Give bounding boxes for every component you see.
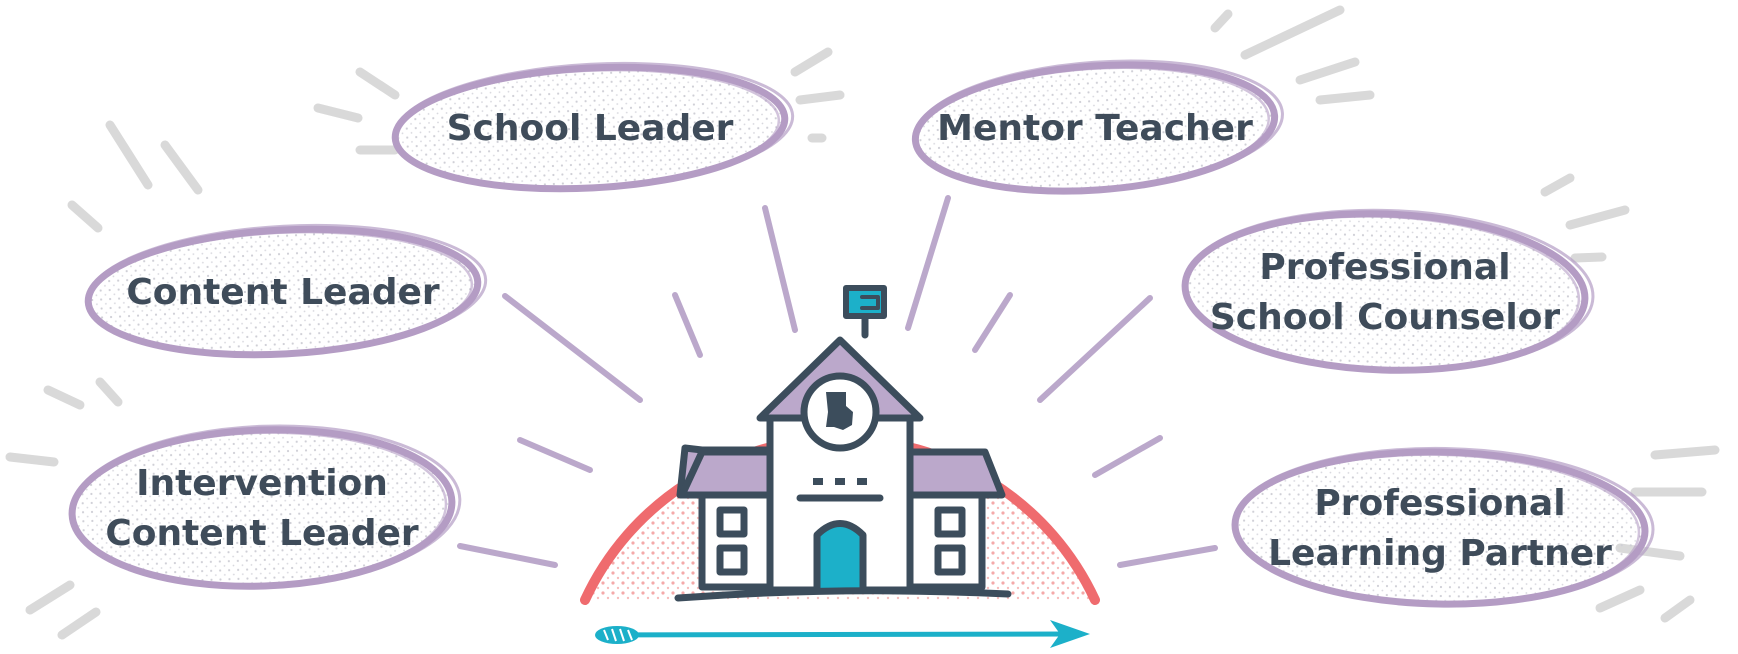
burst-dash [95,377,123,407]
burst-dash [1570,252,1607,263]
role-label: Learning Partner [1268,533,1612,574]
role-label: Professional [1314,483,1565,524]
flag-icon [843,285,887,339]
role-label: Mentor Teacher [937,108,1253,149]
role-bubble-fill [395,67,785,189]
role-bubble-fill [88,229,478,355]
burst-dash [1565,205,1630,230]
burst-dash [1210,9,1233,33]
role-bubble-outline [1233,453,1641,606]
role-intervention-content-leader [68,424,462,590]
role-label: Intervention [136,463,388,504]
burst-dash [5,452,59,467]
ray-line [762,205,798,333]
burst-dash [57,607,101,640]
burst-marks [5,5,1720,640]
ray-line [1037,295,1153,403]
role-mentor-teacher [911,59,1284,195]
burst-dash [313,103,363,123]
burst-dash [43,385,85,410]
burst-dash [1540,173,1575,197]
role-bubble-fill [1185,213,1585,371]
role-school-leader [391,61,795,193]
role-label: Content Leader [105,513,419,554]
ray-line [972,292,1013,353]
ray-line [672,292,703,358]
burst-dash [1315,90,1375,105]
burst-dash [355,67,400,100]
role-label: Content Leader [126,272,440,313]
ray-line [905,195,951,331]
role-bubble-outline [70,431,448,588]
role-label: School Leader [447,108,734,149]
role-professional-learning-partner [1231,446,1655,608]
louisiana-emblem-icon [826,392,853,430]
ray-line [457,543,558,568]
role-bubble-outline [1183,215,1581,372]
burst-dash [1650,445,1720,460]
burst-dash [1660,595,1695,623]
role-bubble-fill [72,429,452,587]
radiating-lines [457,195,1218,568]
burst-dash [795,90,845,105]
wheat-arrow-icon [595,620,1090,648]
role-bubble-outline [394,68,781,191]
ray-line [517,437,593,473]
ray-line [502,293,643,403]
burst-dash [67,200,103,233]
role-content-leader [84,223,488,359]
burst-dash [790,47,833,77]
burst-dash [25,580,75,615]
burst-dash [160,140,203,195]
role-bubble-fill [1235,451,1645,605]
role-bubble-outline [87,230,474,357]
role-bubble-fill [915,64,1275,192]
school-building-icon [674,285,1012,602]
role-bubble-outline [914,66,1270,193]
role-professional-school-counselor [1181,208,1595,374]
ray-line [1092,435,1163,478]
role-label: Professional [1259,247,1510,288]
ray-line [1117,545,1218,568]
role-label: School Counselor [1210,297,1561,338]
burst-dash [1240,5,1345,60]
burst-dash [1295,57,1360,85]
burst-dash [1595,585,1645,613]
burst-dash [105,120,153,190]
